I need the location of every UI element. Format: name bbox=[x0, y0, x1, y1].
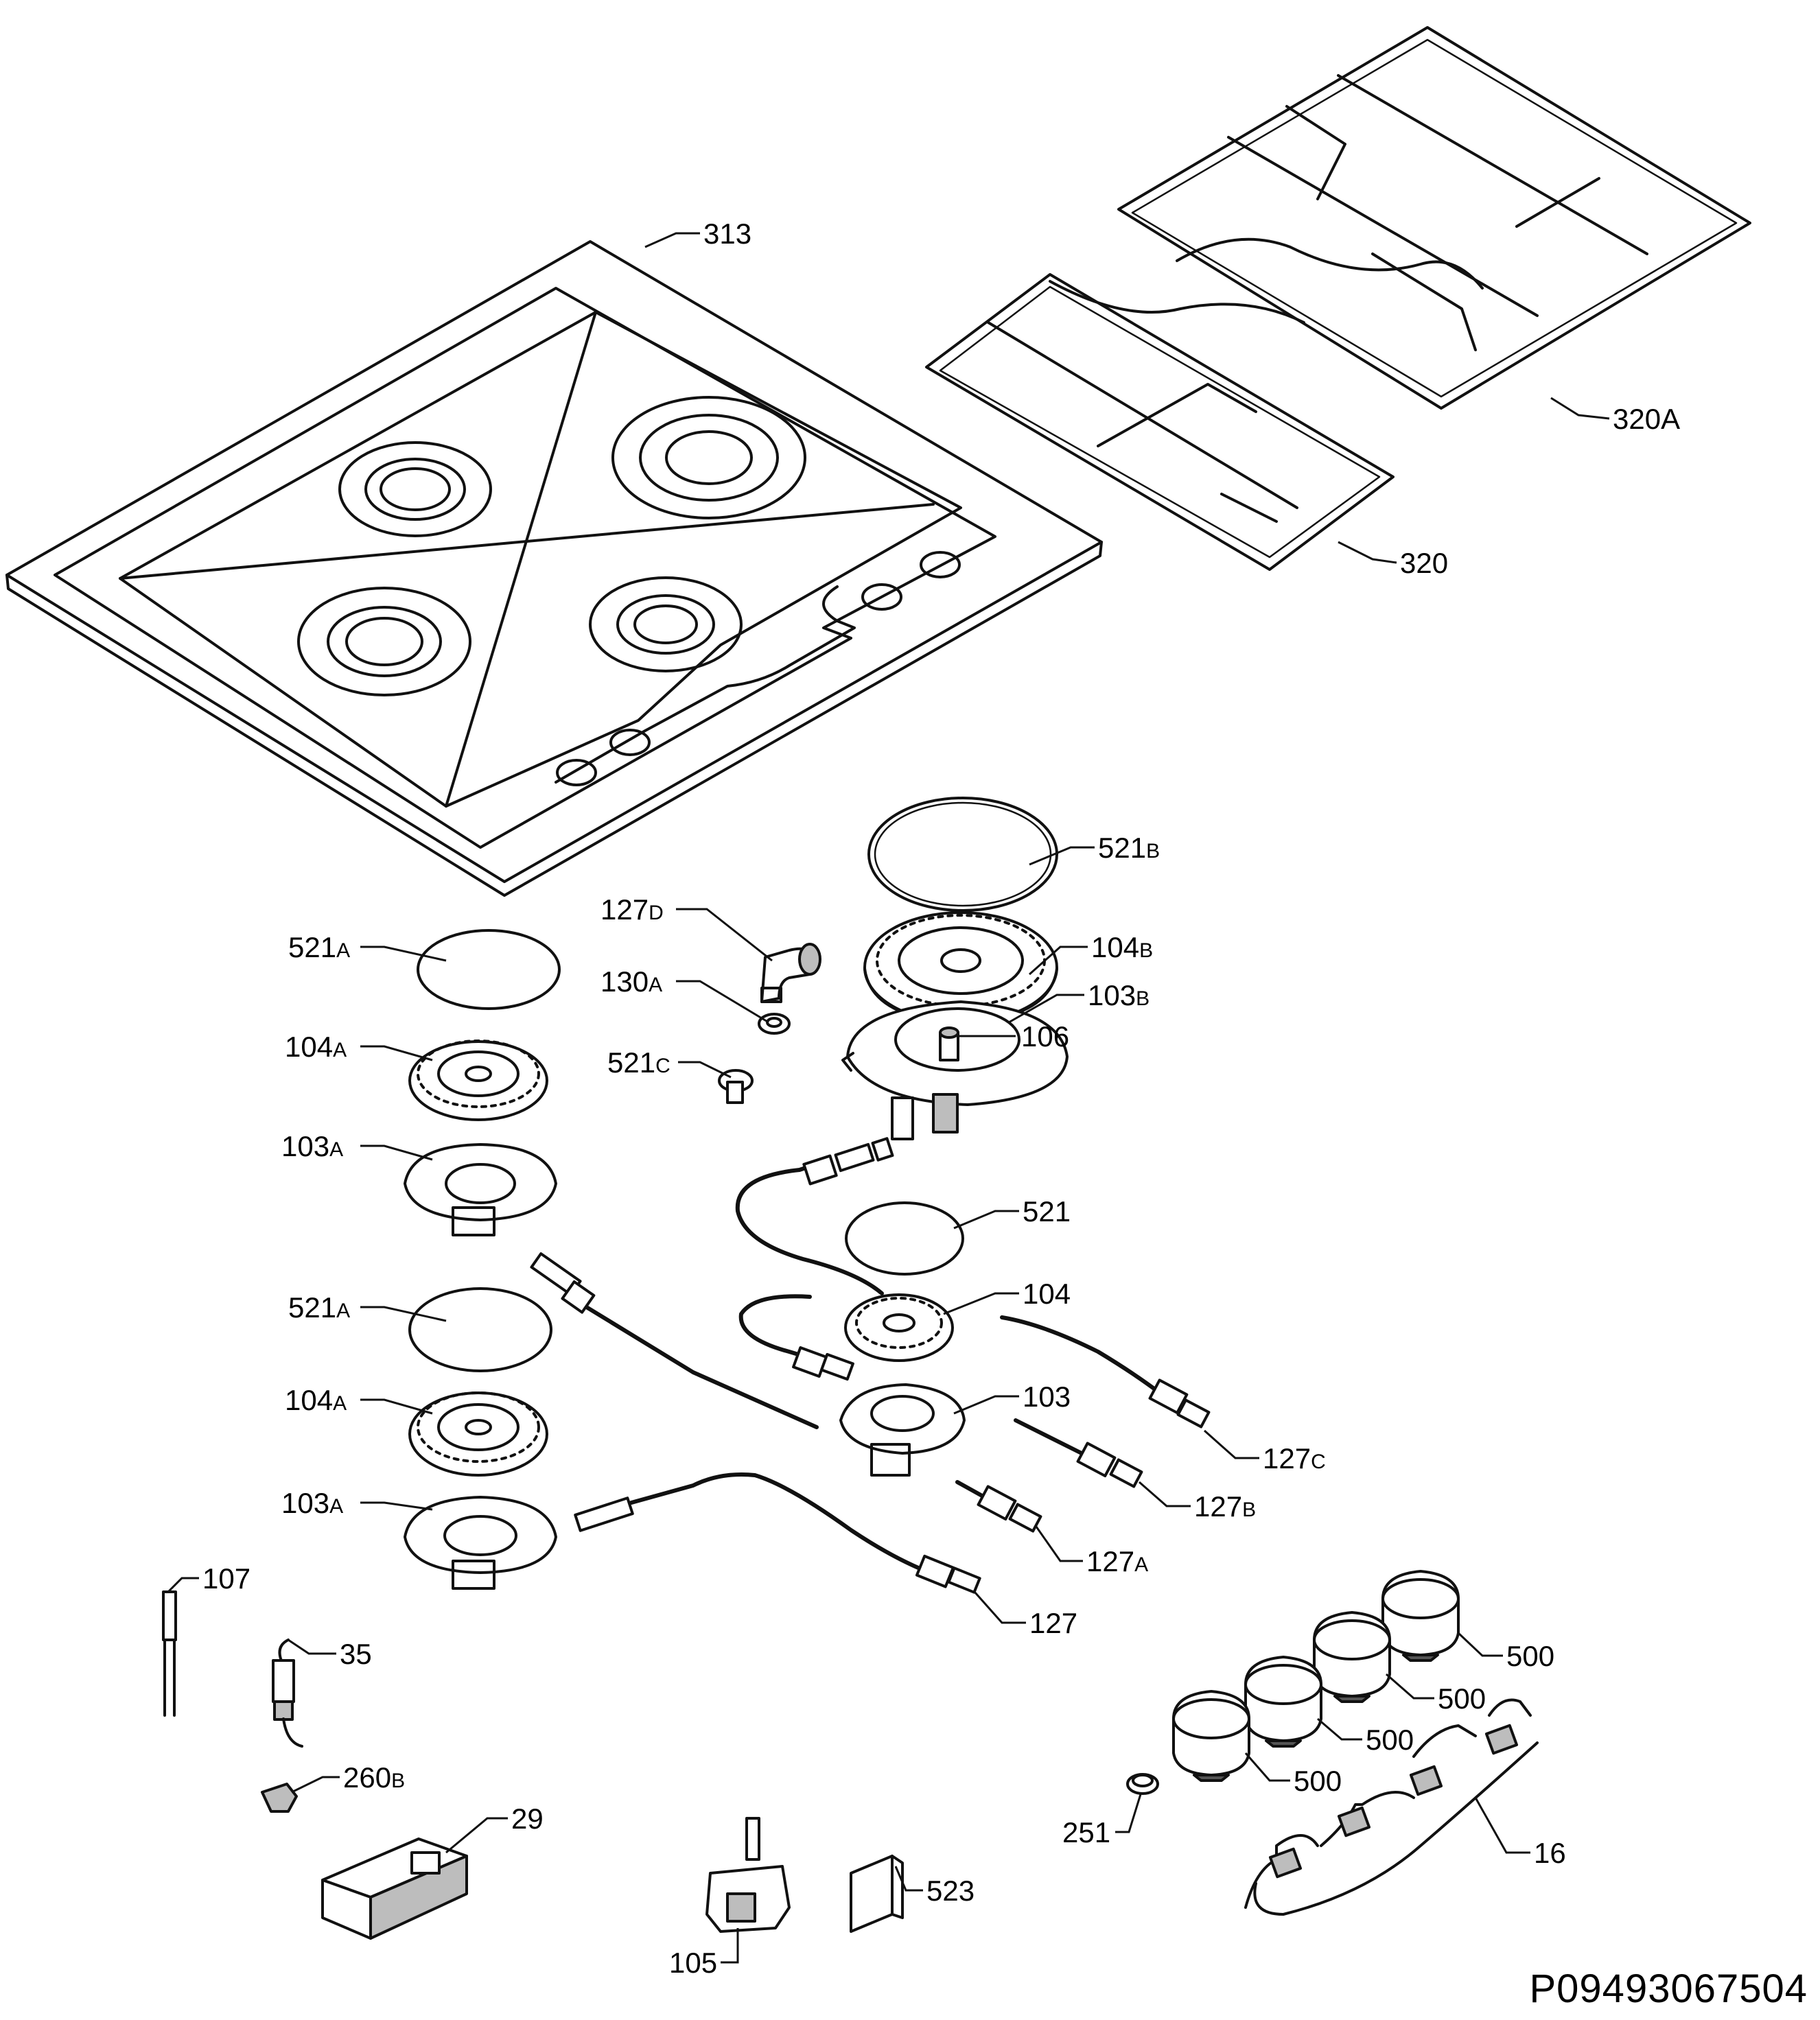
ignition-generator-29 bbox=[321, 1837, 468, 1940]
control-knob-4 bbox=[1172, 1690, 1250, 1782]
burner-base-small-bottom bbox=[404, 1496, 557, 1590]
callout-130a: 130A bbox=[600, 965, 662, 998]
callout-104a-top: 104A bbox=[285, 1031, 347, 1063]
hob-top-panel bbox=[5, 240, 1103, 897]
callout-127: 127 bbox=[1029, 1607, 1077, 1639]
burner-cap-small-top bbox=[417, 929, 561, 1010]
callout-523: 523 bbox=[926, 1875, 975, 1907]
burner-crown-medium bbox=[844, 1293, 954, 1362]
callout-521a-bottom: 521A bbox=[288, 1291, 350, 1324]
callout-521b: 521B bbox=[1098, 832, 1160, 864]
callout-500-4: 500 bbox=[1294, 1765, 1342, 1797]
callout-107: 107 bbox=[202, 1562, 250, 1595]
callout-251: 251 bbox=[1062, 1816, 1110, 1848]
burner-crown-small-bottom bbox=[408, 1391, 548, 1477]
callout-500-3: 500 bbox=[1366, 1724, 1414, 1756]
plug-521c bbox=[718, 1069, 754, 1104]
thermocouple-107 bbox=[162, 1590, 177, 1717]
callout-260b: 260B bbox=[343, 1761, 405, 1794]
gas-pipe-127a bbox=[955, 1480, 1042, 1533]
burner-base-medium bbox=[839, 1383, 966, 1477]
callout-127a: 127A bbox=[1086, 1545, 1148, 1577]
callout-103a-top: 103A bbox=[281, 1130, 343, 1162]
gas-pipe-127b bbox=[1014, 1418, 1143, 1488]
callout-521: 521 bbox=[1023, 1195, 1071, 1228]
gas-valve-105 bbox=[705, 1817, 791, 1933]
burner-cap-large bbox=[867, 797, 1058, 912]
callout-521a-top: 521A bbox=[288, 931, 350, 963]
callout-103b: 103B bbox=[1088, 979, 1150, 1011]
spring-251 bbox=[1126, 1773, 1159, 1795]
electrode-35 bbox=[272, 1639, 303, 1748]
clip-260b bbox=[261, 1783, 298, 1813]
callout-35: 35 bbox=[340, 1638, 372, 1670]
callout-103: 103 bbox=[1023, 1381, 1071, 1413]
gas-pipe-mid bbox=[738, 1294, 854, 1381]
elbow-fitting-127d bbox=[760, 943, 821, 1003]
callout-labels: 313 320A 320 521B 127D 104B 130A 103B 10… bbox=[202, 218, 1680, 1979]
leader-lines bbox=[167, 232, 1610, 1964]
control-knob-2 bbox=[1313, 1611, 1391, 1703]
document-number: P09493067504 bbox=[1529, 1966, 1808, 2011]
burner-cap-medium bbox=[845, 1201, 964, 1276]
callout-104: 104 bbox=[1023, 1278, 1071, 1310]
gas-pipe-left bbox=[530, 1252, 819, 1429]
callout-500-2: 500 bbox=[1438, 1682, 1486, 1715]
callout-521c: 521C bbox=[607, 1046, 670, 1079]
gas-pipe-127 bbox=[574, 1472, 981, 1594]
control-knob-3 bbox=[1244, 1656, 1322, 1748]
callout-103a-bottom: 103A bbox=[281, 1487, 343, 1519]
control-knob-1 bbox=[1381, 1570, 1460, 1662]
pan-support-grid-left bbox=[925, 273, 1395, 571]
burner-cap-small-bottom bbox=[408, 1287, 552, 1372]
burner-crown-large bbox=[863, 911, 1058, 1024]
callout-104b: 104B bbox=[1091, 931, 1153, 963]
callout-320: 320 bbox=[1400, 547, 1448, 579]
pan-support-grid-right bbox=[1117, 26, 1751, 410]
callout-320a: 320A bbox=[1613, 403, 1680, 435]
washer-130a bbox=[758, 1013, 791, 1035]
gas-pipe-127c bbox=[1000, 1315, 1211, 1429]
ignition-microswitch-harness-16 bbox=[1244, 1698, 1539, 1916]
gas-pipe-upper bbox=[735, 1137, 894, 1295]
callout-500-1: 500 bbox=[1506, 1640, 1554, 1672]
callout-29: 29 bbox=[511, 1802, 544, 1835]
burner-crown-small-top bbox=[408, 1040, 548, 1121]
callout-127c: 127C bbox=[1263, 1442, 1326, 1475]
callout-104a-bottom: 104A bbox=[285, 1384, 347, 1416]
callout-127d: 127D bbox=[600, 893, 664, 926]
callout-313: 313 bbox=[703, 218, 751, 250]
callout-16: 16 bbox=[1534, 1837, 1566, 1869]
burner-base-small-top bbox=[404, 1143, 557, 1236]
callout-127b: 127B bbox=[1194, 1490, 1256, 1523]
callout-106: 106 bbox=[1021, 1020, 1069, 1053]
injector-106 bbox=[939, 1026, 959, 1061]
callout-105: 105 bbox=[669, 1947, 717, 1979]
bracket-523 bbox=[850, 1855, 904, 1933]
